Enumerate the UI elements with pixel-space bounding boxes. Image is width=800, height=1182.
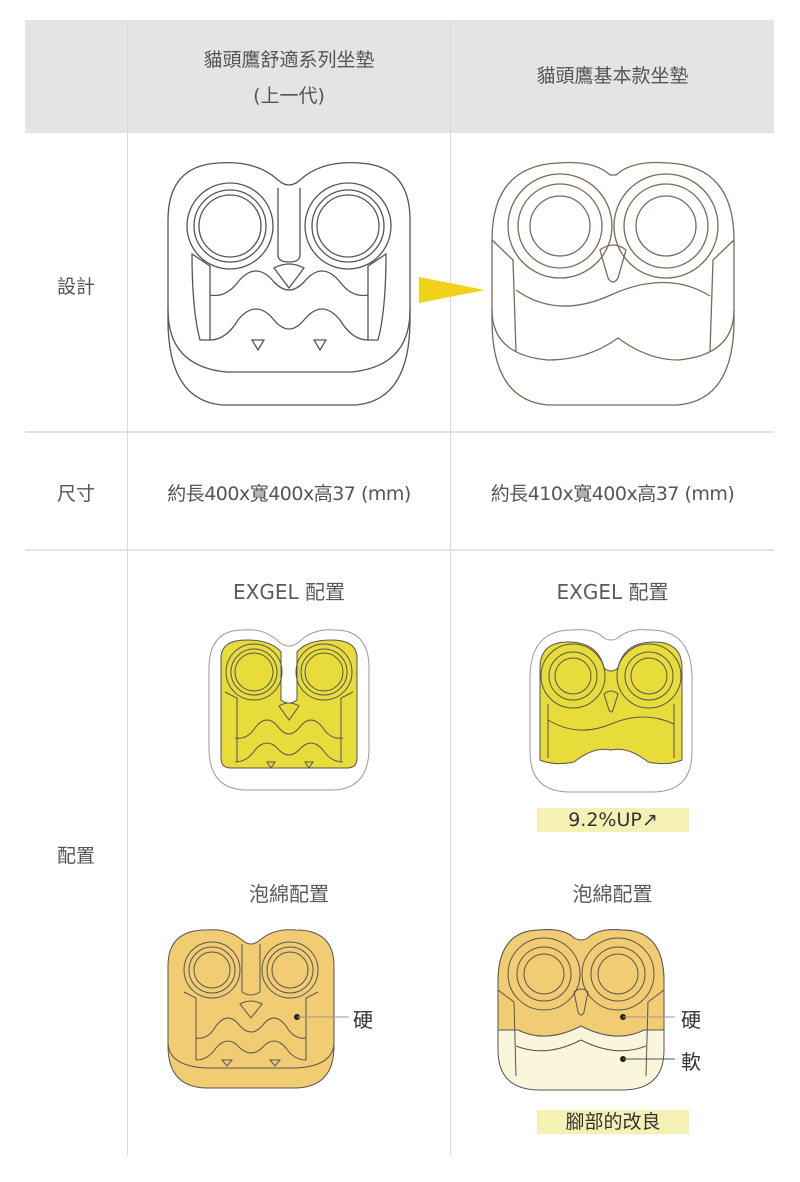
row-divider-2 [25,549,774,551]
size-previous: 約長400x寬400x高37 (mm) [167,483,411,505]
hard-label-basic: 硬 [681,1008,701,1032]
owl-cushion-previous-outline [167,161,411,406]
hard-callout-line-previous [294,1014,349,1020]
foot-improvement-badge: 腳部的改良 [537,1110,689,1134]
soft-callout-line-basic [620,1056,675,1062]
row-divider-1 [25,431,774,433]
triangle-arrow-right-icon [419,277,485,303]
column-divider-2 [450,20,451,1155]
foam-title-basic: 泡綿配置 [572,882,653,906]
owl-foam-basic [497,929,665,1091]
owl-exgel-basic [529,629,693,793]
soft-label-basic: 軟 [681,1050,701,1074]
exgel-increase-badge: 9.2%UP↗ [537,808,689,832]
row-label-size: 尺寸 [56,483,95,505]
owl-foam-previous [167,929,335,1089]
row-label-layout: 配置 [56,845,95,867]
exgel-title-previous: EXGEL 配置 [233,580,345,604]
foam-title-previous: 泡綿配置 [249,882,329,906]
size-basic: 約長410x寬400x高37 (mm) [490,483,735,505]
header-col1-line1: 貓頭鷹舒適系列坐墊 [203,49,375,71]
table-header [25,20,774,133]
exgel-title-basic: EXGEL 配置 [556,580,669,604]
column-divider-1 [127,20,128,1155]
header-col2-title: 貓頭鷹基本款坐墊 [536,65,689,87]
hard-label-previous: 硬 [353,1008,373,1032]
row-label-design: 設計 [56,276,95,298]
owl-cushion-basic-outline [491,161,735,406]
header-col1-line2: (上一代) [253,85,325,107]
hard-callout-line-basic [620,1014,675,1020]
header-col1-title: 貓頭鷹舒適系列坐墊 (上一代) [128,44,450,112]
owl-exgel-previous [208,629,370,791]
